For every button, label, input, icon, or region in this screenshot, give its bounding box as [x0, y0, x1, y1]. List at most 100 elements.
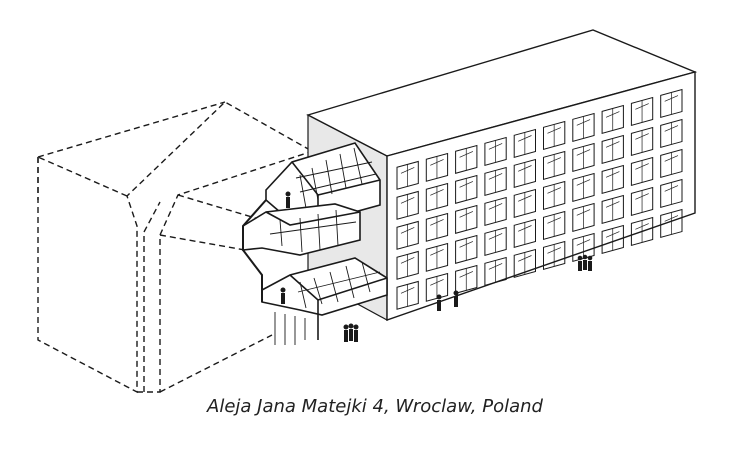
window-mullion [547, 184, 561, 207]
facade-window [660, 208, 683, 239]
window-mullion [664, 122, 679, 145]
window-mullion [488, 140, 503, 163]
person-figure [353, 324, 359, 342]
facade-window [660, 178, 683, 209]
facade-window [660, 88, 683, 119]
window-mullion [576, 116, 591, 139]
facade-window [630, 96, 654, 126]
window-mullion [576, 206, 591, 229]
window-mullion [664, 212, 679, 235]
facade-window [484, 226, 507, 256]
facade-window [455, 144, 478, 174]
facade-window [455, 264, 478, 294]
window-mullion [605, 138, 620, 161]
facade-window [484, 196, 507, 226]
window-mullion [576, 146, 591, 169]
facade-window [601, 104, 624, 134]
window-mullion [400, 284, 415, 307]
window-mullion [459, 178, 474, 201]
window-mullion [576, 176, 591, 199]
facade-window [513, 188, 536, 218]
window-mullion [635, 100, 649, 123]
facade-window [484, 166, 507, 196]
person-figure [436, 294, 442, 311]
facade-window [513, 158, 536, 188]
facade-window [572, 142, 595, 172]
window-mullion [605, 228, 620, 251]
facade-window [572, 112, 595, 142]
window-mullion [430, 186, 444, 209]
facade-window [660, 148, 683, 179]
person-figure [285, 191, 291, 208]
window-mullion [488, 200, 503, 223]
window-mullion [518, 192, 532, 215]
facade-window [396, 220, 419, 250]
person-figure [280, 287, 286, 304]
facade-window [630, 216, 654, 246]
caption: Aleja Jana Matejki 4, Wroclaw, Poland [207, 396, 543, 417]
window-mullion [547, 124, 561, 147]
facade-window [484, 136, 507, 166]
person-figure [582, 254, 588, 270]
facade-window [543, 120, 566, 150]
facade-window [396, 190, 419, 220]
facade-window [601, 194, 624, 224]
window-mullion [400, 164, 415, 187]
facade-window [425, 272, 449, 302]
window-mullion [635, 130, 649, 153]
window-mullion [400, 224, 415, 247]
facade-window [484, 256, 507, 286]
window-mullion [518, 162, 532, 185]
window-mullion [605, 108, 620, 131]
window-mullion [430, 156, 444, 179]
window-mullion [605, 198, 620, 221]
window-mullion [605, 168, 620, 191]
facade-window [425, 242, 449, 272]
facade-window [396, 280, 419, 310]
window-mullion [664, 182, 679, 205]
person-figure [343, 324, 349, 342]
window-mullion [664, 152, 679, 175]
window-mullion [400, 254, 415, 277]
window-mullion [459, 148, 474, 171]
person-figure [348, 323, 354, 341]
window-mullion [430, 246, 444, 269]
window-mullion [459, 268, 474, 291]
person-figure [577, 255, 583, 271]
window-mullion [518, 222, 532, 245]
window-mullion [635, 220, 649, 243]
window-mullion [459, 208, 474, 231]
facade-window [601, 224, 624, 254]
window-mullion [488, 170, 503, 193]
window-mullion [459, 238, 474, 261]
window-mullion [664, 92, 679, 115]
person-figure [587, 255, 593, 271]
neighbour-buildings-outline [37, 101, 311, 394]
facade-window [630, 126, 654, 156]
facade-window [455, 234, 478, 264]
facade-window [543, 150, 566, 180]
facade-window [455, 174, 478, 204]
window-mullion [430, 216, 444, 239]
facade-window [572, 202, 595, 232]
facade-window [396, 250, 419, 280]
facade-window [601, 134, 624, 164]
person-figure [453, 290, 459, 307]
facade-windows [396, 88, 683, 310]
window-mullion [547, 244, 561, 267]
window-mullion [518, 132, 532, 155]
facade-window [543, 180, 566, 210]
window-mullion [518, 252, 532, 275]
facade-window [513, 248, 536, 278]
facade-window [396, 160, 419, 190]
facade-window [630, 186, 654, 216]
facade-window [425, 212, 449, 242]
glass-mullions [269, 147, 381, 345]
facade-window [455, 204, 478, 234]
facade-window [660, 118, 683, 149]
window-mullion [488, 230, 503, 253]
facade-window [572, 172, 595, 202]
facade-window [572, 232, 595, 262]
facade-window [425, 182, 449, 212]
